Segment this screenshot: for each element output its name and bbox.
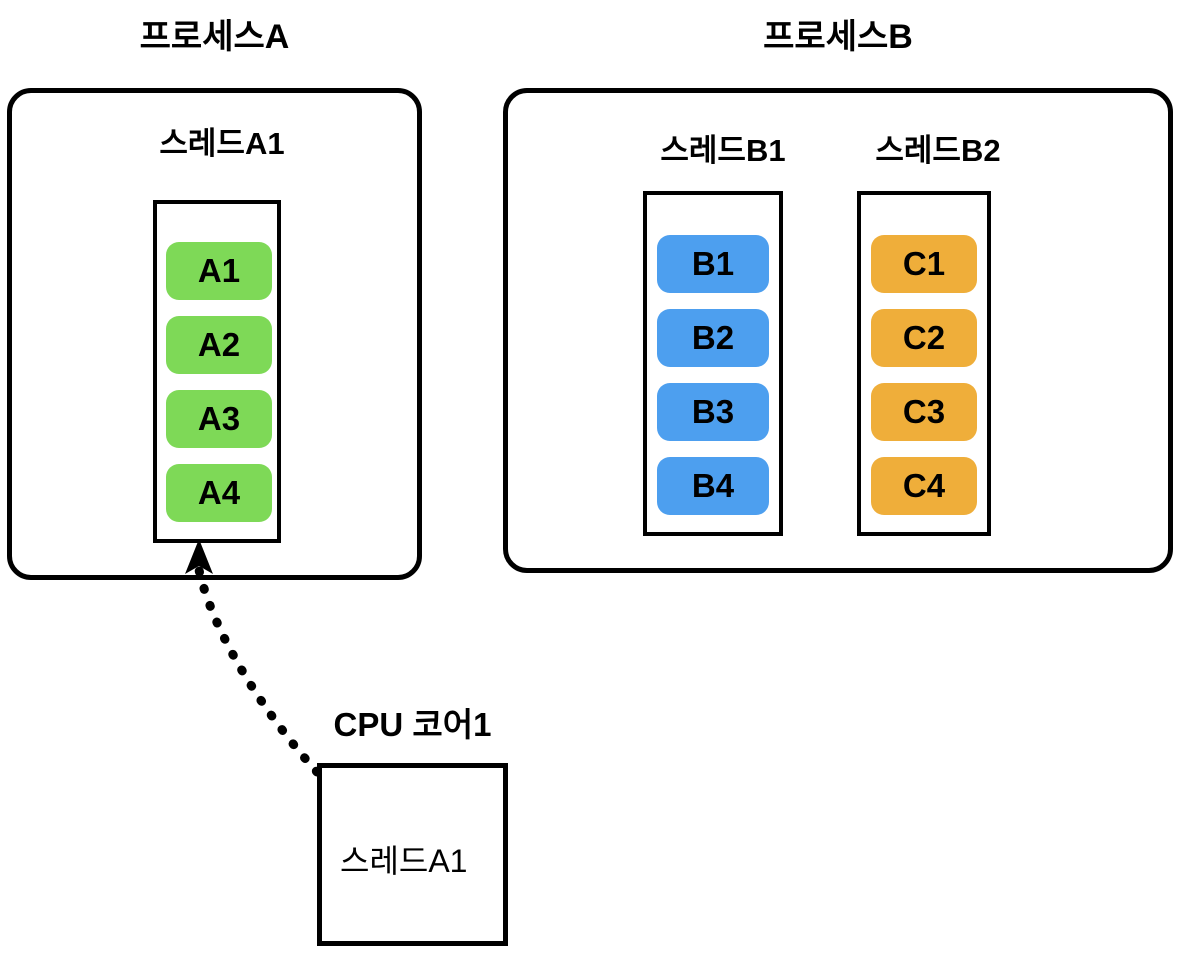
process-b-title: 프로세스B — [763, 18, 913, 56]
task-pill[interactable]: A4 — [166, 464, 272, 522]
task-pill[interactable]: A2 — [166, 316, 272, 374]
thread-a1-box: A1 A2 A3 A4 — [153, 200, 281, 543]
thread-b2-box: C1 C2 C3 C4 — [857, 191, 991, 536]
cpu-core-box: 스레드A1 — [317, 763, 508, 946]
cpu-running-thread-label: 스레드A1 — [340, 843, 468, 879]
task-pill[interactable]: C4 — [871, 457, 977, 515]
process-a-title: 프로세스A — [139, 18, 290, 56]
task-pill[interactable]: B1 — [657, 235, 769, 293]
task-pill[interactable]: A3 — [166, 390, 272, 448]
process-b-container: 스레드B1 B1 B2 B3 B4 스레드B2 C1 C2 C3 C4 — [503, 88, 1173, 573]
task-pill[interactable]: C3 — [871, 383, 977, 441]
dotted-connector-line — [194, 565, 322, 777]
cpu-core-title: CPU 코어1 — [333, 706, 492, 743]
task-pill[interactable]: B2 — [657, 309, 769, 367]
thread-b1-box: B1 B2 B3 B4 — [643, 191, 783, 536]
task-pill[interactable]: A1 — [166, 242, 272, 300]
process-a-container: 스레드A1 A1 A2 A3 A4 — [7, 88, 422, 580]
task-pill[interactable]: C1 — [871, 235, 977, 293]
thread-a1-title: 스레드A1 — [159, 126, 285, 161]
thread-b1-title: 스레드B1 — [660, 133, 786, 168]
task-pill[interactable]: C2 — [871, 309, 977, 367]
thread-b2-title: 스레드B2 — [875, 133, 1001, 168]
task-pill[interactable]: B3 — [657, 383, 769, 441]
task-pill[interactable]: B4 — [657, 457, 769, 515]
